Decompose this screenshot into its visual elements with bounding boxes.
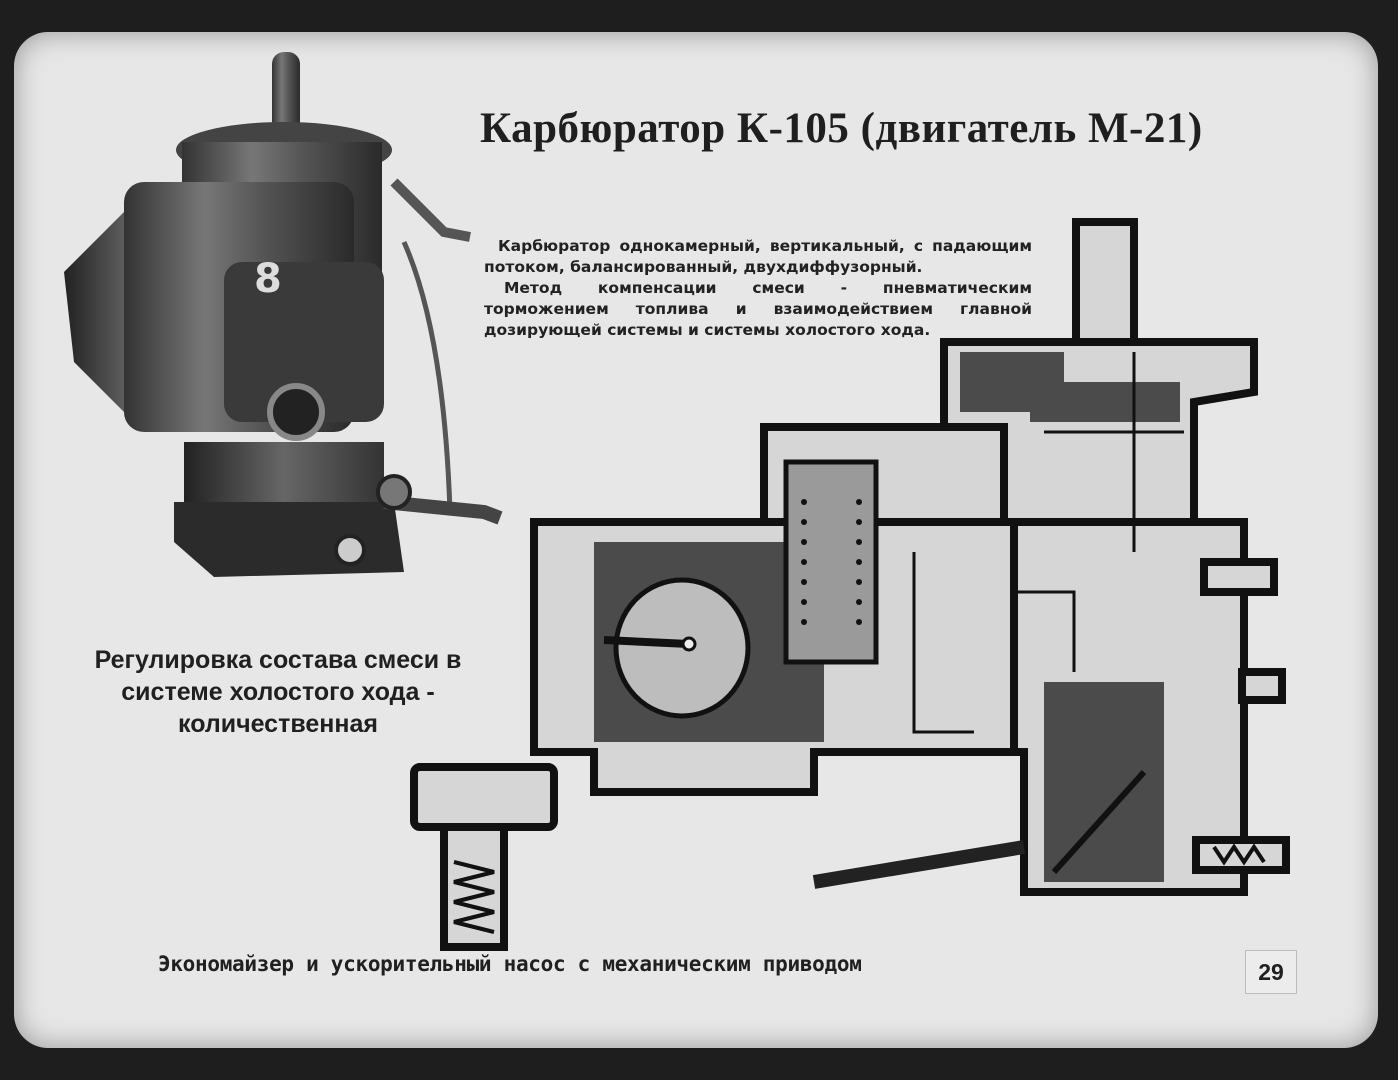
carburetor-photo: 8 [64,52,503,577]
economizer-caption: Экономайзер и ускорительный насос с меха… [158,952,862,976]
page-number: 29 [1245,950,1297,994]
description-block: Карбюратор однокамерный, вертикальный, с… [484,236,1032,341]
slide-frame: 8 [14,32,1378,1048]
description-paragraph-1: Карбюратор однокамерный, вертикальный, с… [484,237,1032,276]
svg-text:8: 8 [254,256,282,302]
description-paragraph-2: Метод компенсации смеси - пневматическим… [484,279,1032,339]
cross-section-diagram [410,218,1290,951]
slide-title: Карбюратор К-105 (двигатель М-21) [480,105,1203,152]
idle-adjustment-label: Регулировка состава смеси в системе холо… [94,646,462,738]
